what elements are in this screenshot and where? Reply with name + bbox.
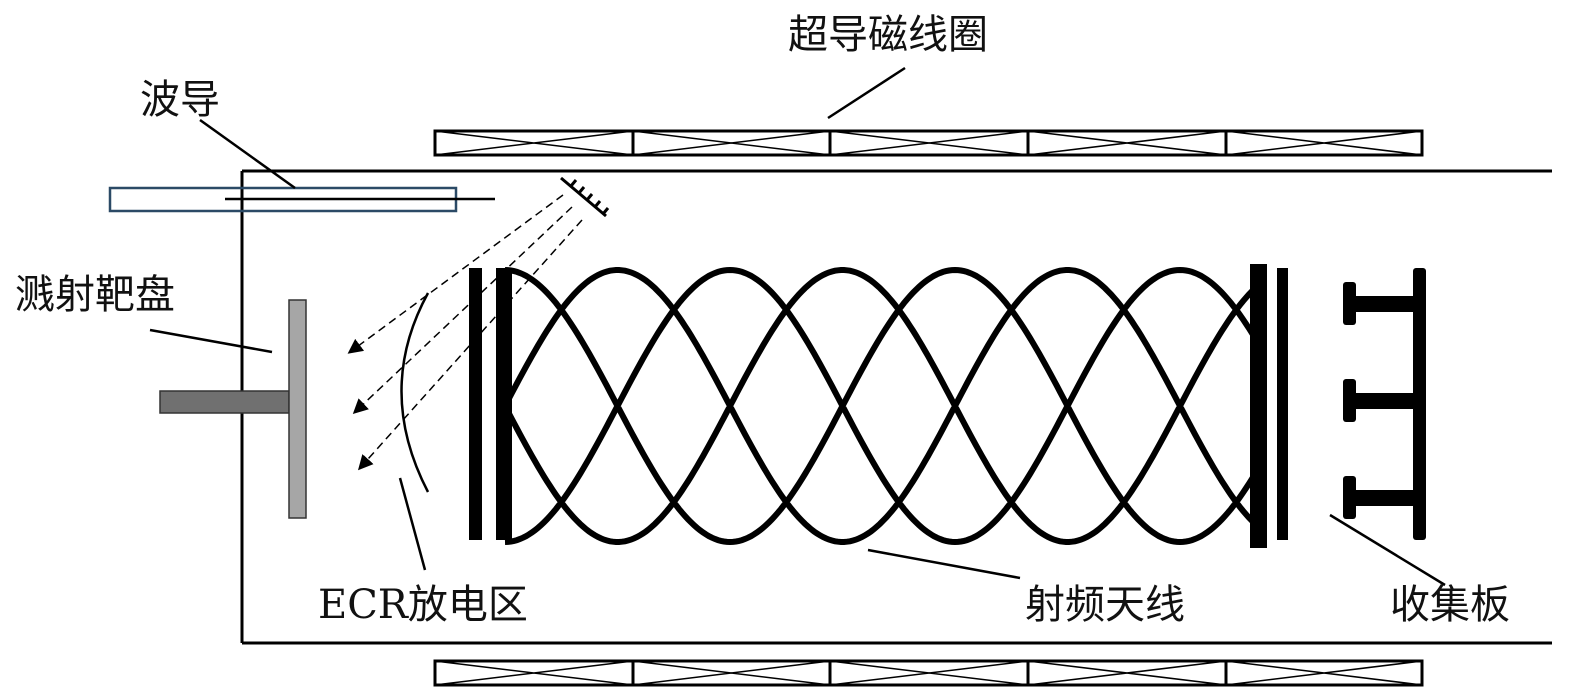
label-sputtering-target: 溅射靶盘 xyxy=(15,272,175,318)
coil-cross xyxy=(632,130,831,156)
coil-cross xyxy=(1225,130,1423,156)
coil-cross xyxy=(1225,660,1423,686)
collector-plate xyxy=(1343,268,1426,540)
coil-cross xyxy=(1027,130,1227,156)
ecr-zone-arc xyxy=(400,292,430,493)
coil-cross xyxy=(829,660,1029,686)
rf-antenna xyxy=(469,264,1288,548)
label-rf-antenna: 射频天线 xyxy=(1025,582,1185,628)
coil-cross xyxy=(632,660,831,686)
coil-cross xyxy=(434,130,634,156)
label-waveguide: 波导 xyxy=(140,77,220,123)
waveguide xyxy=(108,186,495,213)
coil-cross xyxy=(434,660,634,686)
coil-segment xyxy=(1224,659,1424,687)
superconducting-coils-top xyxy=(433,129,1424,157)
sputtering-target xyxy=(159,299,307,519)
coil-cross xyxy=(829,130,1029,156)
superconducting-coils-bottom xyxy=(433,659,1424,687)
leader-lines xyxy=(149,66,1446,587)
label-ecr-discharge-zone: ECR放电区 xyxy=(318,582,528,628)
coil-cross xyxy=(1027,660,1227,686)
microwave-beam-arrows xyxy=(347,194,583,471)
microwave-mirror xyxy=(560,176,610,218)
label-collector-plate: 收集板 xyxy=(1390,582,1510,628)
coil-segment xyxy=(1224,129,1424,157)
label-superconducting-coil: 超导磁线圈 xyxy=(788,12,988,58)
